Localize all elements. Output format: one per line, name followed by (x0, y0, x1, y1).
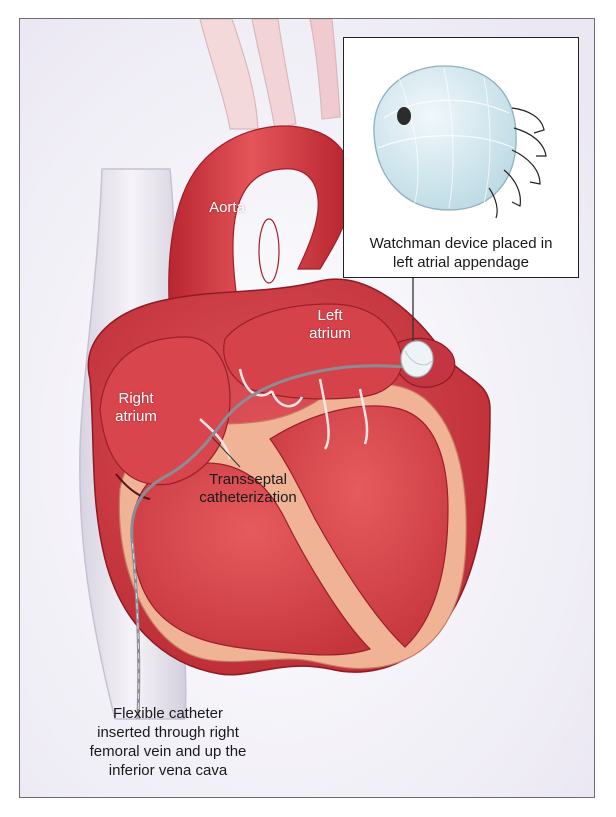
flexible-catheter-line-4: inferior vena cava (108, 762, 228, 779)
left-ventricle (269, 405, 449, 648)
right-atrium-label: Right atrium (104, 390, 168, 426)
inset-caption-line-2: left atrial appendage (393, 254, 529, 271)
right-atrium (99, 336, 231, 486)
transseptal-label-line-2: catheterization (199, 489, 297, 506)
inset-caption: Watchman device placed in left atrial ap… (344, 234, 578, 272)
flexible-catheter-line-1: Flexible catheter (112, 705, 224, 722)
device-in-appendage (400, 340, 434, 378)
right-atrium-label-line-2: atrium (115, 408, 157, 425)
watchman-inset: Watchman device placed in left atrial ap… (343, 37, 579, 278)
right-atrium-label-line-1: Right (118, 390, 154, 407)
flexible-catheter-line-3: femoral vein and up the (89, 743, 247, 760)
device-hub (397, 107, 411, 125)
flexible-catheter-label: Flexible catheter inserted through right… (68, 704, 268, 780)
device-anchors (488, 107, 547, 219)
watchman-device-illustration (373, 65, 547, 219)
left-atrium-label-line-2: atrium (309, 325, 351, 342)
transseptal-label-line-1: Transseptal (209, 471, 287, 488)
transseptal-leader (211, 436, 241, 468)
aorta (168, 125, 353, 320)
left-atrium-label-line-1: Left (317, 307, 343, 324)
flexible-catheter-line-2: inserted through right (97, 724, 239, 741)
device-body (373, 65, 517, 211)
left-atrium-label: Left atrium (300, 307, 360, 343)
aorta-label: Aorta (209, 199, 245, 216)
illustration-frame: Aorta Left atrium Right atrium Transsept… (19, 18, 595, 798)
right-ventricle (131, 462, 372, 656)
transseptal-label: Transseptal catheterization (178, 471, 318, 507)
inset-caption-line-1: Watchman device placed in (369, 235, 553, 252)
